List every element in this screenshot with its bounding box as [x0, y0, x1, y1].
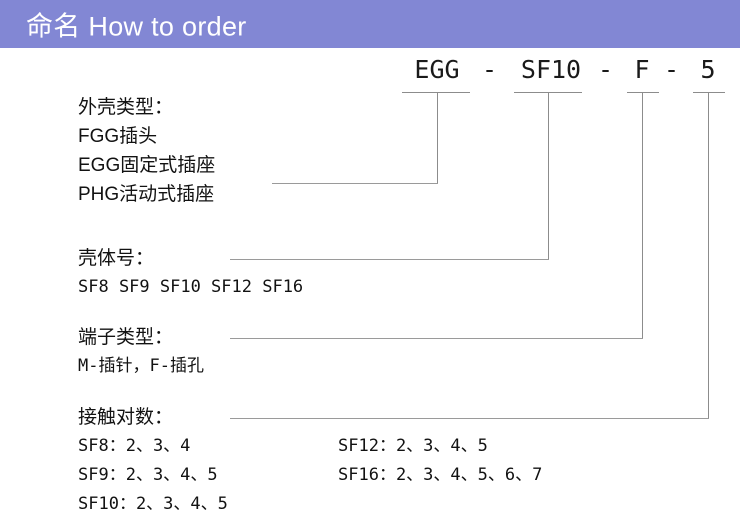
block-contact-count-title: 接触对数：	[78, 407, 174, 428]
tick-bar-contact-type	[627, 92, 659, 93]
leader-line-shell-size	[230, 259, 549, 260]
block-contact-count: 接触对数： SF8：2、3、4 SF9：2、3、4、5 SF10：2、3、4、5…	[78, 404, 542, 522]
contact-count-column-left: SF8：2、3、4 SF9：2、3、4、5 SF10：2、3、4、5	[78, 432, 228, 519]
block-contact-type-line-1: M-插针，F-插孔	[78, 356, 204, 376]
code-segment-shell-type: EGG	[414, 55, 460, 84]
tick-stem-contact-count	[708, 92, 709, 419]
block-shell-type-title: 外壳类型：	[78, 97, 174, 118]
code-segment-contact-type: F	[634, 55, 650, 84]
block-shell-size-line-1: SF8 SF9 SF10 SF12 SF16	[78, 277, 304, 297]
page-title: 命名 How to order	[26, 11, 247, 42]
tick-bar-contact-count	[693, 92, 725, 93]
code-separator-3: -	[664, 55, 680, 84]
code-separator-2: -	[598, 55, 614, 84]
block-shell-size: 壳体号： SF8 SF9 SF10 SF12 SF16	[78, 245, 303, 302]
header-bar: 命名 How to order	[0, 0, 740, 48]
leader-line-contact-type	[230, 338, 643, 339]
block-shell-type: 外壳类型： FGG插头 EGG固定式插座 PHG活动式插座	[78, 94, 215, 209]
code-separator-1: -	[482, 55, 498, 84]
code-segment-shell-size: SF10	[520, 55, 582, 84]
block-contact-type: 端子类型： M-插针，F-插孔	[78, 324, 204, 381]
leader-line-shell-type	[272, 183, 438, 184]
block-shell-type-line-1: FGG插头	[78, 126, 158, 147]
tick-stem-shell-type	[437, 92, 438, 184]
contact-count-sf12: SF12：2、3、4、5	[338, 436, 488, 456]
contact-count-sf10: SF10：2、3、4、5	[78, 494, 228, 514]
part-number-code: EGG - SF10 - F - 5	[400, 55, 740, 85]
code-segment-contact-count: 5	[700, 55, 716, 84]
block-shell-size-title: 壳体号：	[78, 248, 155, 269]
tick-stem-contact-type	[642, 92, 643, 339]
block-shell-type-line-3: PHG活动式插座	[78, 184, 215, 205]
leader-line-contact-count	[230, 418, 709, 419]
tick-bar-shell-type	[402, 92, 470, 93]
contact-count-column-right: SF12：2、3、4、5 SF16：2、3、4、5、6、7	[338, 432, 542, 490]
block-shell-type-line-2: EGG固定式插座	[78, 155, 216, 176]
block-contact-count-columns: SF8：2、3、4 SF9：2、3、4、5 SF10：2、3、4、5 SF12：…	[78, 432, 542, 522]
contact-count-sf9: SF9：2、3、4、5	[78, 465, 218, 485]
contact-count-sf8: SF8：2、3、4	[78, 436, 191, 456]
contact-count-sf16: SF16：2、3、4、5、6、7	[338, 465, 543, 485]
block-contact-type-title: 端子类型：	[78, 327, 174, 348]
tick-stem-shell-size	[548, 92, 549, 260]
